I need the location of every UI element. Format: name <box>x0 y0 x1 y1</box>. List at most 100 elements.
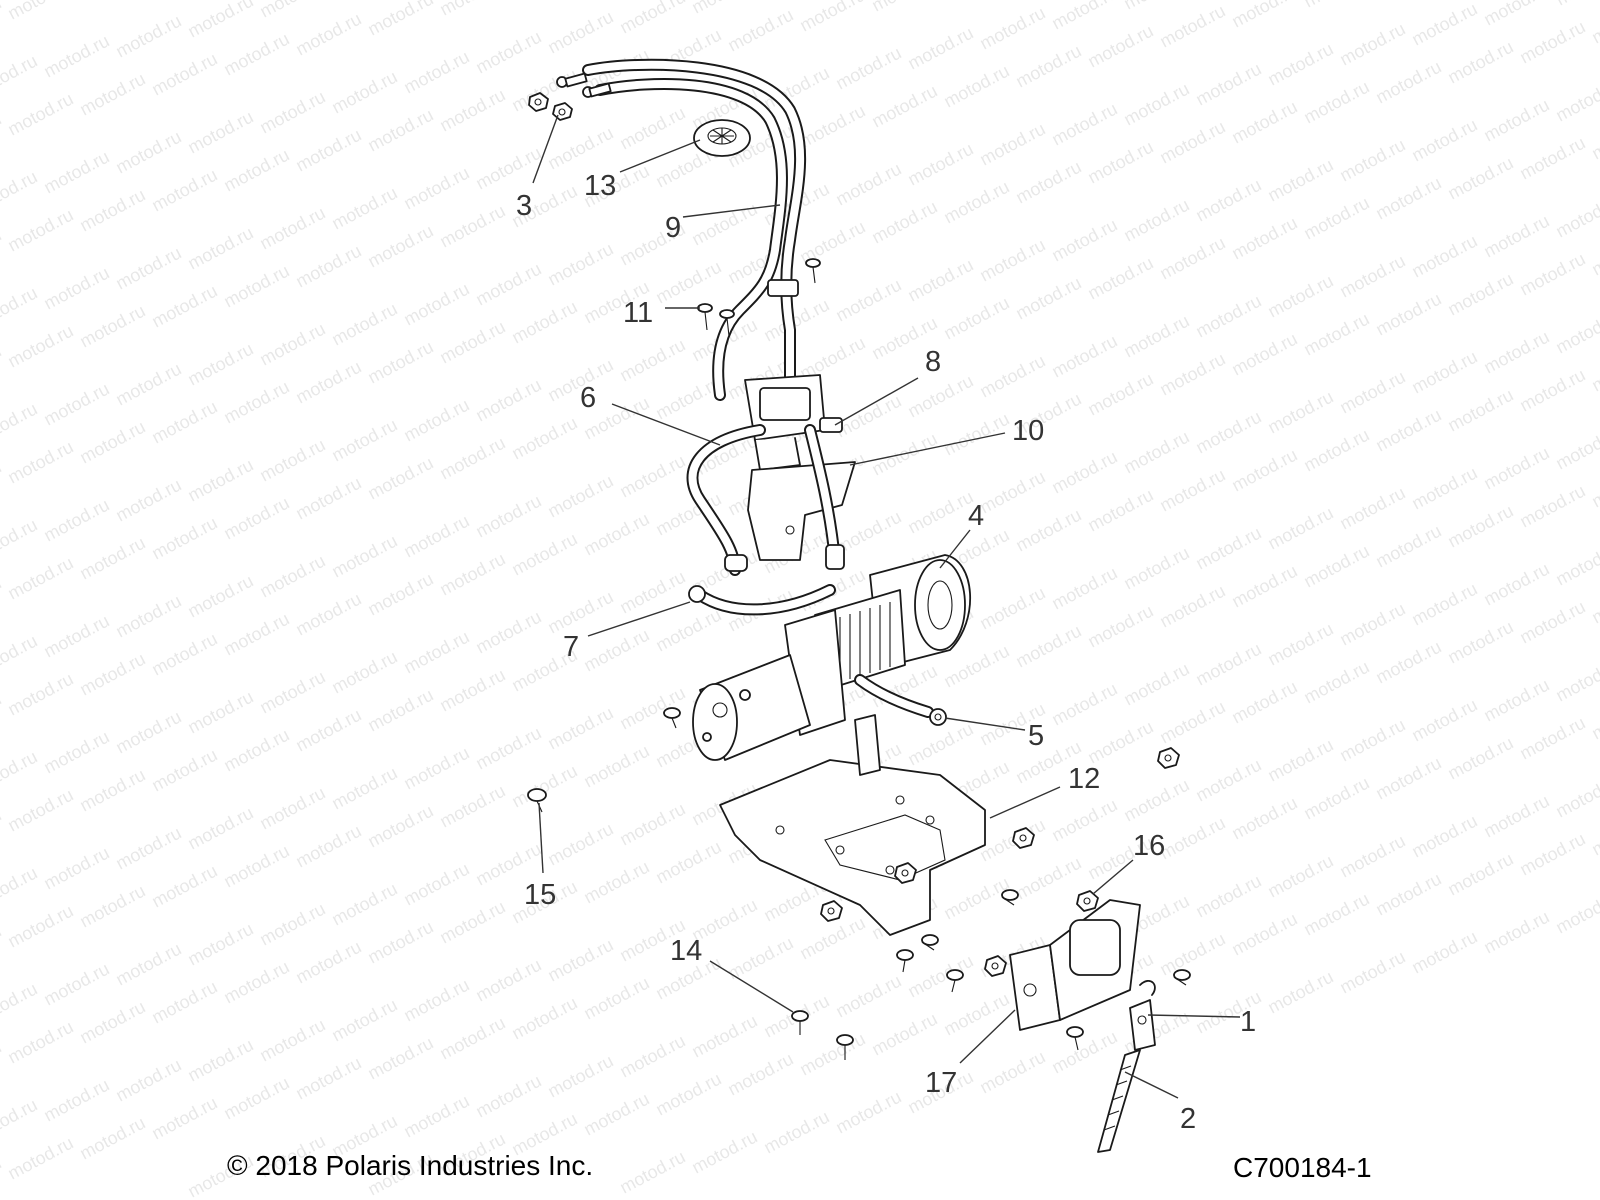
watermark-text: motod.ru <box>328 531 400 582</box>
watermark-text: motod.ru <box>4 901 76 952</box>
watermark-text: motod.ru <box>652 605 724 656</box>
watermark-text: motod.ru <box>4 1017 76 1068</box>
watermark-text: motod.ru <box>436 0 508 20</box>
watermark-text: motod.ru <box>256 0 328 22</box>
watermark-text: motod.ru <box>1300 889 1372 940</box>
part-6-cable <box>686 424 845 576</box>
watermark-text: motod.ru <box>1372 405 1444 456</box>
watermark-text: motod.ru <box>472 723 544 774</box>
watermark-text: motod.ru <box>112 939 184 990</box>
watermark-text: motod.ru <box>1336 367 1408 418</box>
watermark-text: motod.ru <box>1192 291 1264 342</box>
watermark-text: motod.ru <box>1444 501 1516 552</box>
watermark-text: motod.ru <box>1336 483 1408 534</box>
watermark-text: motod.ru <box>1408 347 1480 398</box>
watermark-text: motod.ru <box>472 259 544 310</box>
watermark-text: motod.ru <box>508 297 580 348</box>
part-13-grommet <box>693 119 751 157</box>
watermark-text: motod.ru <box>1408 115 1480 166</box>
watermark-text: motod.ru <box>0 747 41 798</box>
watermark-text: motod.ru <box>1192 755 1264 806</box>
watermark-text: motod.ru <box>1372 57 1444 108</box>
watermark-text: motod.ru <box>364 105 436 156</box>
watermark-text: motod.ru <box>580 509 652 560</box>
watermark-text: motod.ru <box>472 955 544 1006</box>
watermark-text: motod.ru <box>220 29 292 80</box>
watermark-text: motod.ru <box>436 433 508 484</box>
callout-7: 7 <box>563 631 579 663</box>
watermark-text: motod.ru <box>1408 927 1480 978</box>
callout-11: 11 <box>623 297 653 329</box>
watermark-text: motod.ru <box>1336 831 1408 882</box>
watermark-text: motod.ru <box>1012 505 1084 556</box>
watermark-text: motod.ru <box>400 1091 472 1142</box>
watermark-text: motod.ru <box>292 241 364 292</box>
watermark-text: motod.ru <box>4 669 76 720</box>
part-7-cable <box>688 584 836 616</box>
watermark-text: motod.ru <box>292 1053 364 1104</box>
watermark-text: motod.ru <box>220 377 292 428</box>
watermark-text: motod.ru <box>436 85 508 136</box>
watermark-text: motod.ru <box>1516 597 1588 648</box>
watermark-text: motod.ru <box>256 435 328 486</box>
watermark-text: motod.ru <box>1588 693 1600 744</box>
watermark-text: motod.ru <box>1552 887 1600 938</box>
part-1-hook <box>1129 980 1156 1051</box>
watermark-text: motod.ru <box>1480 211 1552 262</box>
watermark-text: motod.ru <box>1408 579 1480 630</box>
watermark-text: motod.ru <box>580 973 652 1024</box>
watermark-text: motod.ru <box>364 337 436 388</box>
part-2-strap <box>1097 1049 1141 1153</box>
watermark-text: motod.ru <box>976 351 1048 402</box>
watermark-text: motod.ru <box>1120 195 1192 246</box>
watermark-text: motod.ru <box>904 719 976 770</box>
watermark-text: motod.ru <box>1084 21 1156 72</box>
watermark-text: motod.ru <box>1156 117 1228 168</box>
watermark-text: motod.ru <box>616 103 688 154</box>
watermark-text: motod.ru <box>1408 695 1480 746</box>
watermark-text: motod.ru <box>256 319 328 370</box>
watermark-text: motod.ru <box>1228 793 1300 844</box>
watermark-text: motod.ru <box>544 7 616 58</box>
watermark-text: motod.ru <box>940 989 1012 1040</box>
watermark-text: motod.ru <box>40 727 112 778</box>
watermark-text: motod.ru <box>0 631 41 682</box>
watermark-text: motod.ru <box>1588 461 1600 512</box>
watermark-text: motod.ru <box>436 665 508 716</box>
watermark-text: motod.ru <box>400 395 472 446</box>
watermark-text: motod.ru <box>1552 307 1600 358</box>
watermark-text: motod.ru <box>940 873 1012 924</box>
watermark-text: motod.ru <box>868 197 940 248</box>
watermark-text: motod.ru <box>40 31 112 82</box>
watermark-text: motod.ru <box>1408 0 1480 50</box>
watermark-text: motod.ru <box>1048 795 1120 846</box>
watermark-text: motod.ru <box>1156 1 1228 52</box>
watermark-text: motod.ru <box>76 0 148 4</box>
watermark-text: motod.ru <box>400 279 472 330</box>
callout-15: 15 <box>524 879 556 911</box>
watermark-text: motod.ru <box>1228 213 1300 264</box>
watermark-text: motod.ru <box>40 147 112 198</box>
watermark-text: motod.ru <box>148 49 220 100</box>
watermark-text: motod.ru <box>76 881 148 932</box>
watermark-text: motod.ru <box>328 879 400 930</box>
watermark-text: motod.ru <box>1084 717 1156 768</box>
watermark-text: motod.ru <box>1516 365 1588 416</box>
watermark-text: motod.ru <box>328 299 400 350</box>
watermark-text: motod.ru <box>544 123 616 174</box>
watermark-text: motod.ru <box>184 223 256 274</box>
watermark-text: motod.ru <box>328 415 400 466</box>
watermark-text: motod.ru <box>544 819 616 870</box>
watermark-text: motod.ru <box>0 109 5 160</box>
watermark-text: motod.ru <box>112 243 184 294</box>
watermark-text: motod.ru <box>436 1013 508 1064</box>
watermark-text: motod.ru <box>544 1051 616 1102</box>
watermark-text: motod.ru <box>868 1009 940 1060</box>
callout-6: 6 <box>580 382 596 414</box>
watermark-text: motod.ru <box>508 761 580 812</box>
watermark-text: motod.ru <box>1480 675 1552 726</box>
watermark-text: motod.ru <box>508 993 580 1044</box>
watermark-text: motod.ru <box>580 625 652 676</box>
watermark-text: motod.ru <box>1120 79 1192 130</box>
